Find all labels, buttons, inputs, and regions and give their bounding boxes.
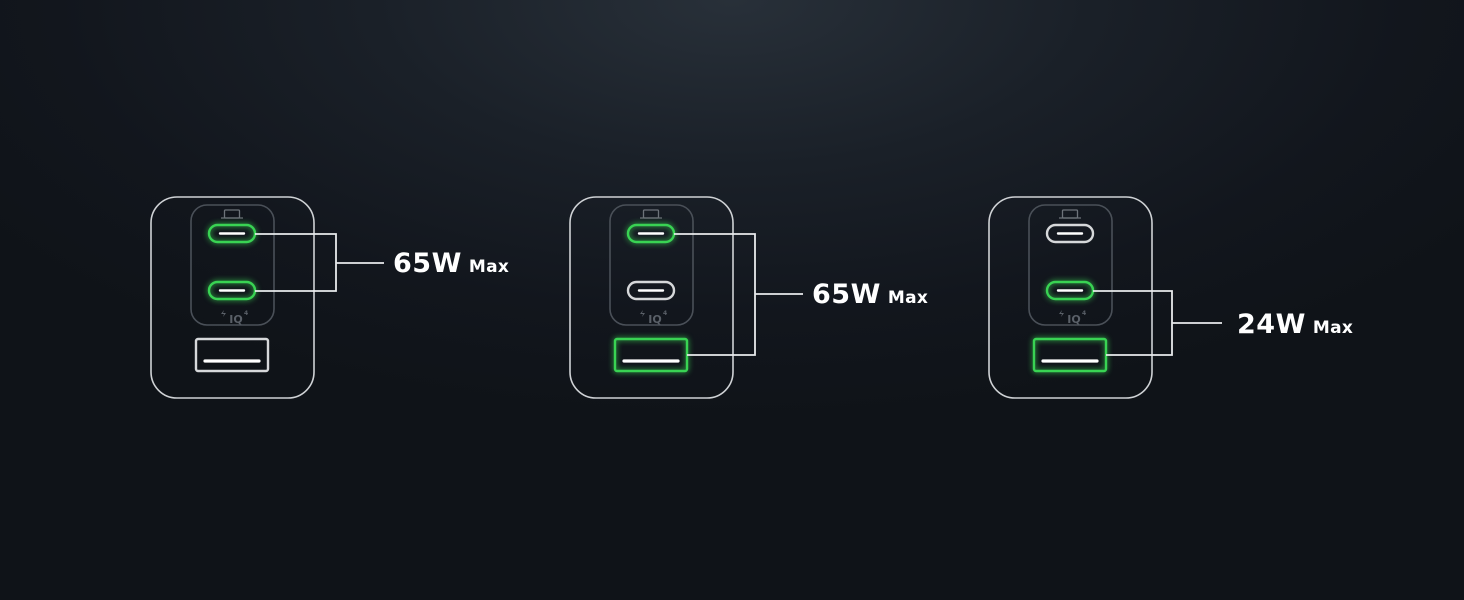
svg-text:4: 4 — [1082, 310, 1086, 317]
connector-bracket — [1093, 290, 1222, 356]
power-label-config-2: 65W Max — [812, 281, 928, 308]
charger-body-outline — [150, 196, 315, 399]
charger-config-2: IQ 4 — [569, 196, 803, 399]
usb-a-port — [1032, 337, 1108, 373]
svg-text:IQ: IQ — [648, 313, 661, 326]
svg-text:IQ: IQ — [1067, 313, 1080, 326]
usb-a-port — [613, 337, 689, 373]
plug-icon — [221, 209, 243, 219]
power-label-config-3: 24W Max — [1237, 311, 1353, 338]
wattage-value: 65W — [393, 248, 462, 279]
max-label: Max — [887, 288, 929, 308]
iq-logo: IQ 4 — [221, 310, 248, 326]
wattage-value: 65W — [812, 279, 881, 310]
usb-c1-port — [1045, 223, 1095, 244]
iq-logo: IQ 4 — [640, 310, 667, 326]
usb-c2-port — [626, 280, 676, 301]
usb-a-port — [194, 337, 270, 373]
port-panel-outline — [190, 204, 275, 326]
charger-body-outline — [988, 196, 1153, 399]
wattage-value: 24W — [1237, 309, 1306, 340]
svg-text:4: 4 — [244, 310, 248, 317]
port-panel-outline — [1028, 204, 1113, 326]
svg-text:4: 4 — [663, 310, 667, 317]
port-panel-outline — [609, 204, 694, 326]
charger-body-outline — [569, 196, 734, 399]
plug-icon — [1059, 209, 1081, 219]
connector-bracket — [674, 233, 803, 356]
iq-logo: IQ 4 — [1059, 310, 1086, 326]
charger-config-3: IQ 4 — [988, 196, 1222, 399]
power-label-config-1: 65W Max — [393, 250, 509, 277]
connector-bracket — [255, 233, 384, 292]
plug-icon — [640, 209, 662, 219]
max-label: Max — [1312, 318, 1354, 338]
max-label: Max — [468, 257, 510, 277]
svg-text:IQ: IQ — [229, 313, 242, 326]
charger-config-1: IQ 4 — [150, 196, 384, 399]
